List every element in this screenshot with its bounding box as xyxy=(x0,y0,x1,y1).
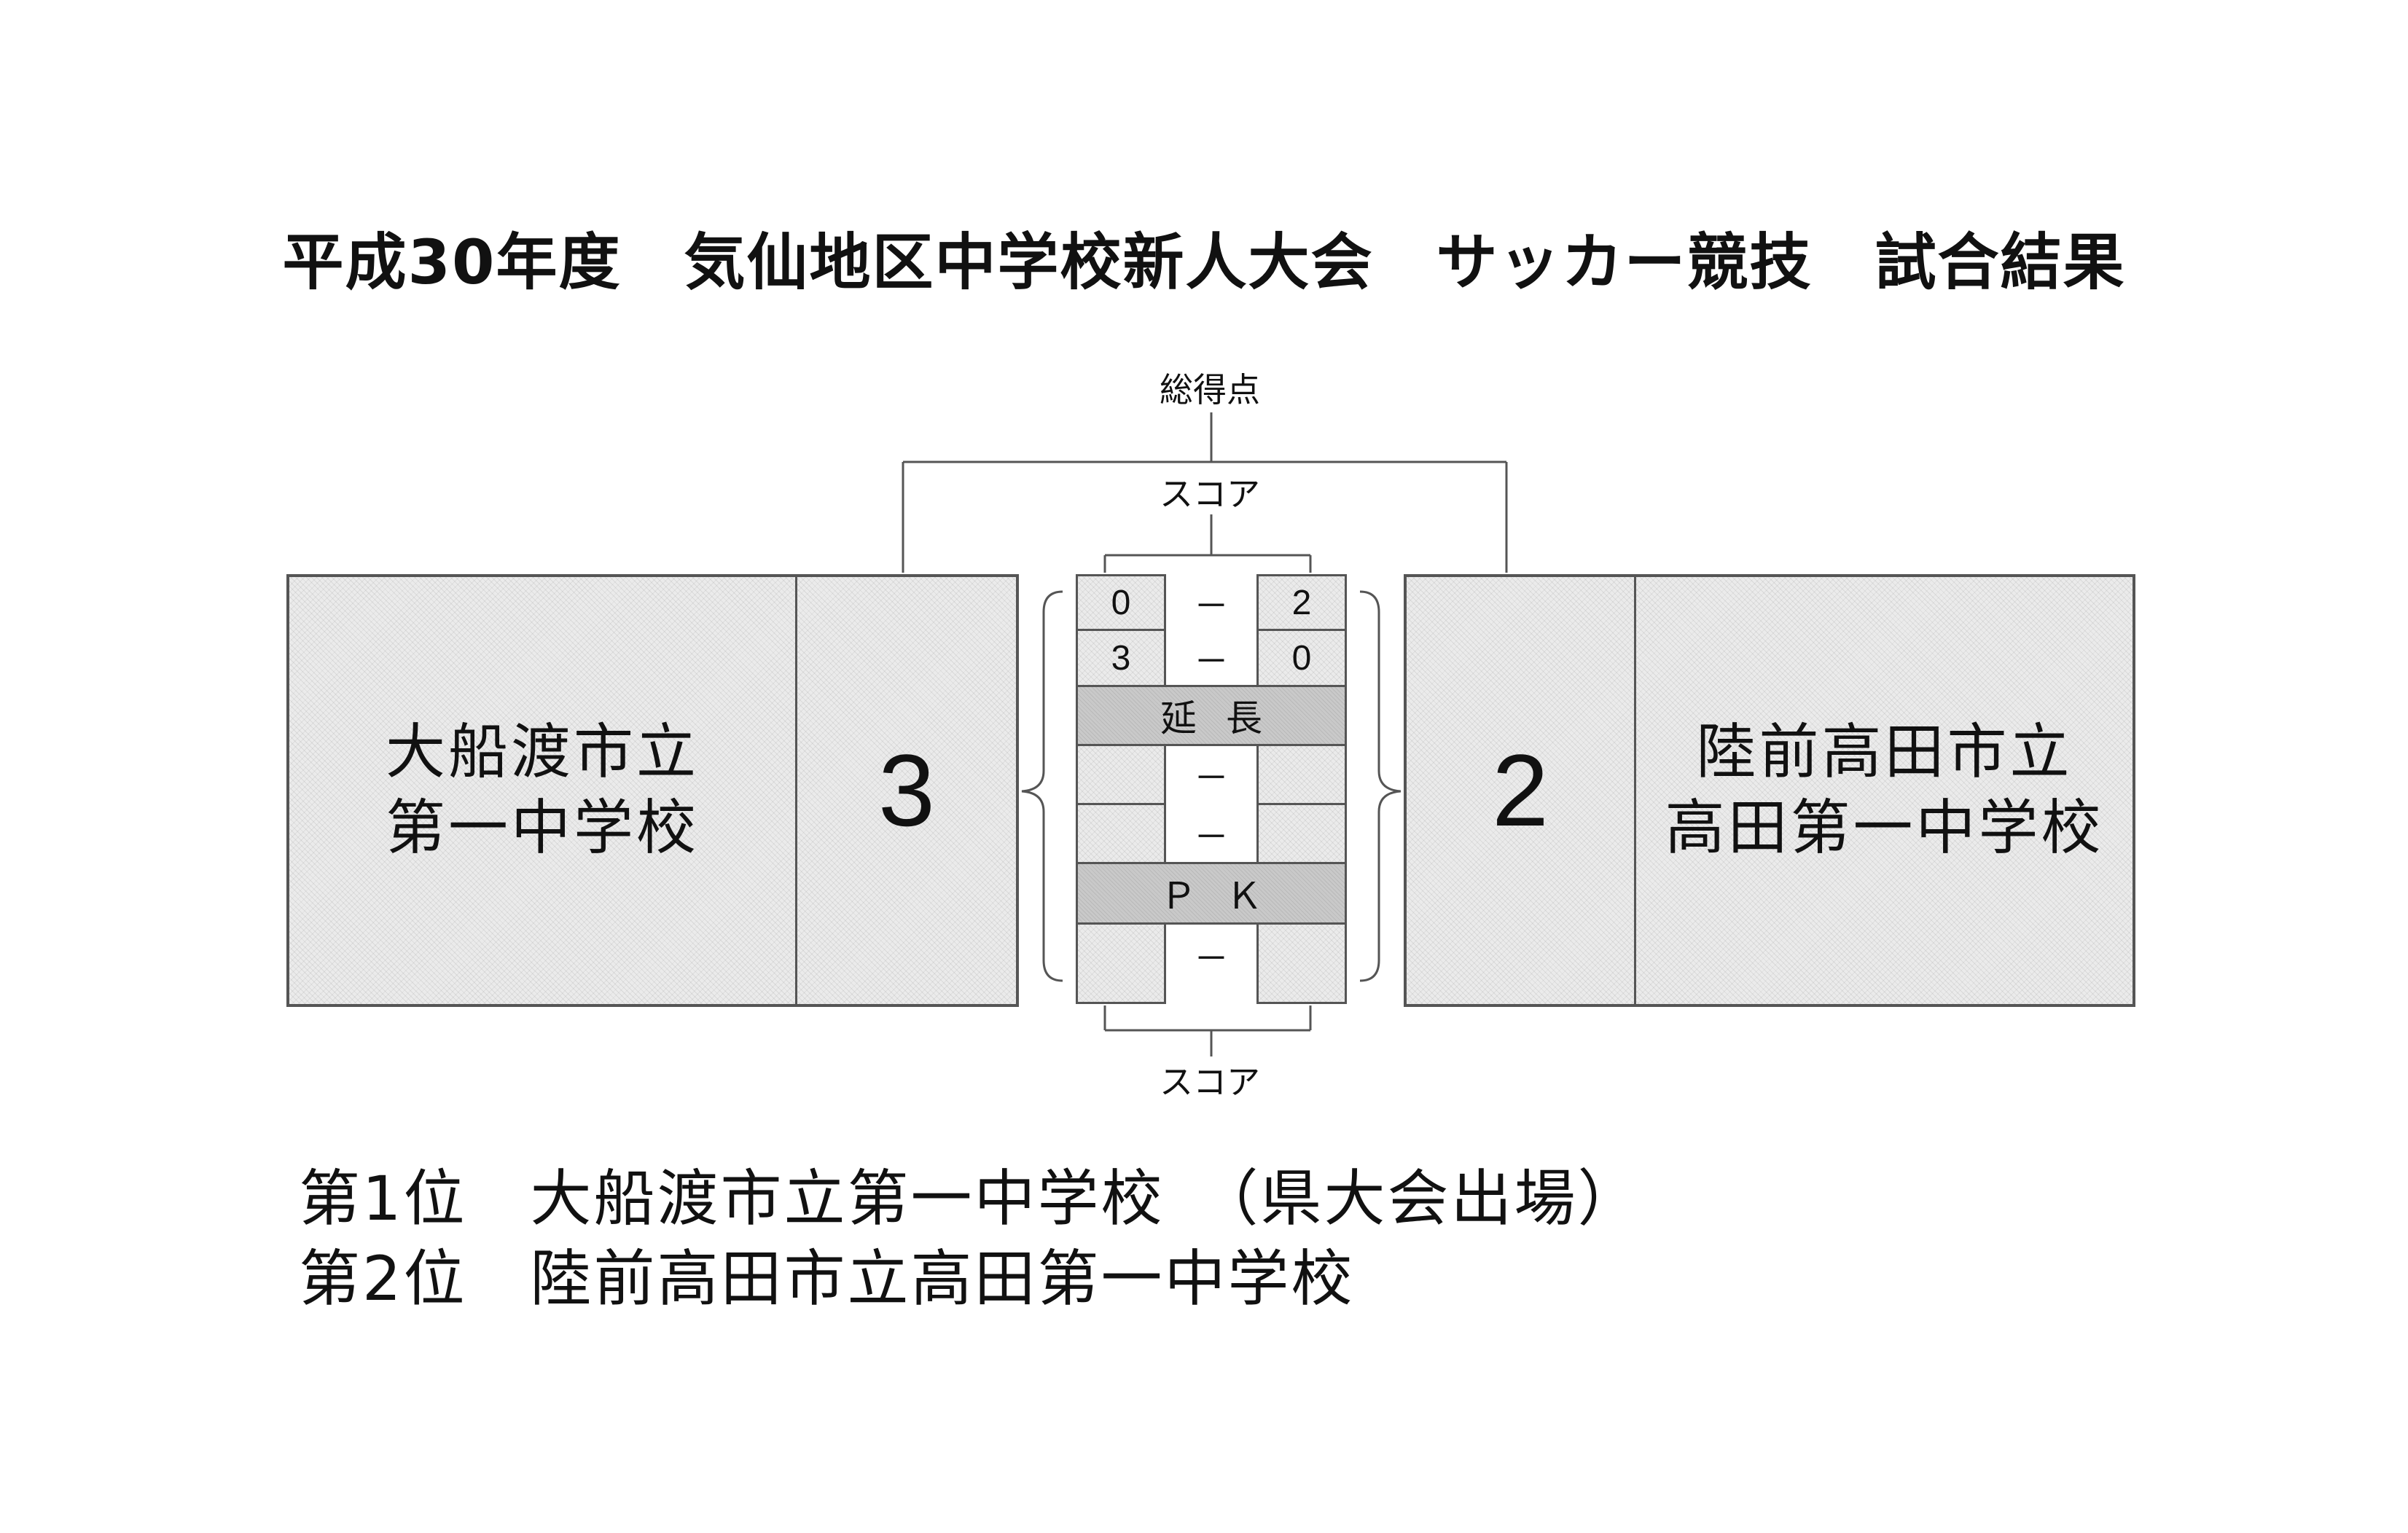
right-team-box: 2 陸前高田市立 高田第一中学校 xyxy=(1404,574,2135,1007)
pk-left-score xyxy=(1076,922,1166,1004)
page-title: 平成30年度 気仙地区中学校新人大会 サッカー競技 試合結果 xyxy=(282,227,2126,298)
extra-time-second-dash: － xyxy=(1193,817,1229,858)
extra-time-first-left xyxy=(1076,744,1166,805)
extra-time-second-left xyxy=(1076,803,1166,864)
extra-time-second-right xyxy=(1256,803,1347,864)
left-team-name-line1: 大船渡市立 xyxy=(385,718,699,787)
pk-band: ＰＫ xyxy=(1076,862,1347,925)
first-half-right-score: 2 xyxy=(1256,574,1347,631)
pk-dash: － xyxy=(1193,938,1229,979)
left-team-name: 大船渡市立 第一中学校 xyxy=(289,577,795,1004)
second-half-dash: － xyxy=(1193,641,1229,682)
extra-time-first-right xyxy=(1256,744,1347,805)
total-points-label: 総得点 xyxy=(1160,370,1260,409)
right-team-name: 陸前高田市立 高田第一中学校 xyxy=(1634,577,2133,1004)
score-label-bottom: スコア xyxy=(1160,1062,1260,1102)
result-first-place: 第1位 大船渡市立第一中学校 （県大会出場） xyxy=(299,1163,1641,1234)
right-team-name-line1: 陸前高田市立 xyxy=(1696,718,2073,787)
right-team-total-score: 2 xyxy=(1492,733,1549,847)
right-team-name-line2: 高田第一中学校 xyxy=(1665,793,2104,863)
left-team-box: 大船渡市立 第一中学校 3 xyxy=(286,574,1019,1007)
period-score-table: 0 － 2 3 － 0 延長 － － ＰＫ － xyxy=(1076,574,1347,1004)
second-half-right-score: 0 xyxy=(1256,629,1347,687)
second-half-left-score: 3 xyxy=(1076,629,1166,687)
left-team-name-line2: 第一中学校 xyxy=(385,793,699,863)
score-label-top: スコア xyxy=(1160,474,1260,514)
first-half-left-score: 0 xyxy=(1076,574,1166,631)
result-second-place: 第2位 陸前高田市立高田第一中学校 xyxy=(299,1243,1355,1314)
first-half-dash: － xyxy=(1193,586,1229,627)
extra-time-band: 延長 xyxy=(1076,685,1347,746)
pk-right-score xyxy=(1256,922,1347,1004)
left-team-total-score: 3 xyxy=(795,577,1016,1004)
extra-time-first-dash: － xyxy=(1193,758,1229,799)
